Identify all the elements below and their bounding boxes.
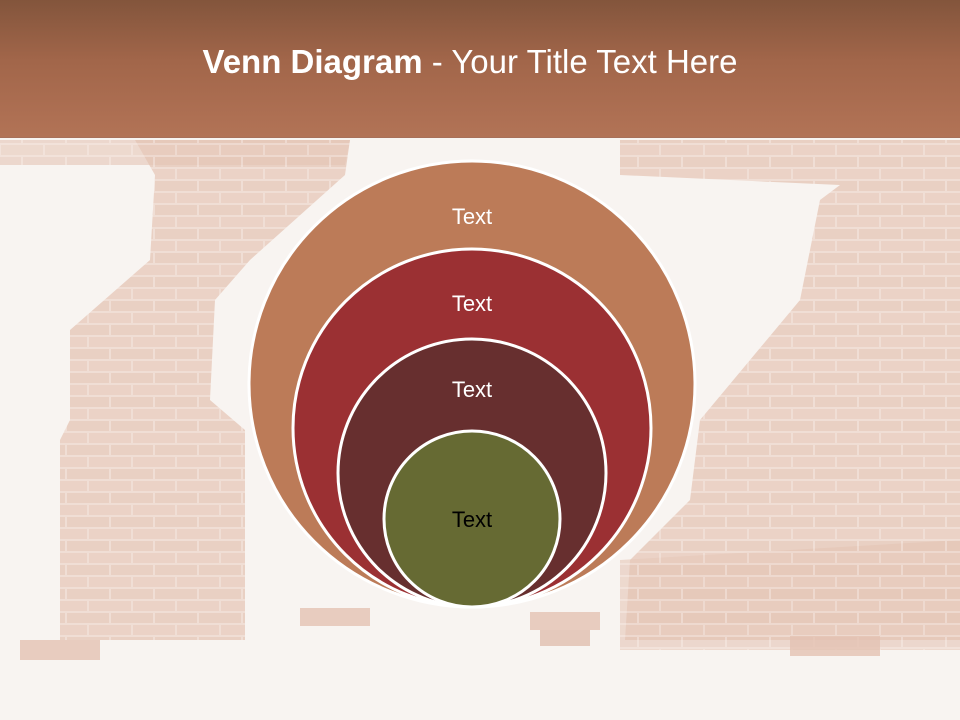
outer-circle-label: Text: [452, 204, 492, 229]
right-brick-bottom: [620, 540, 960, 650]
loose-brick: [540, 630, 590, 646]
loose-brick: [20, 640, 100, 660]
slide-title: Venn Diagram - Your Title Text Here: [0, 40, 940, 84]
title-bold-part: Venn Diagram: [202, 43, 423, 80]
left-brick-top: [0, 140, 350, 165]
title-rest-part: - Your Title Text Here: [422, 43, 738, 80]
loose-brick: [530, 612, 600, 630]
loose-brick: [300, 608, 370, 626]
title-bar: Venn Diagram - Your Title Text Here: [0, 0, 960, 138]
inner-circle: [382, 429, 562, 609]
inner-circle-label: Text: [452, 507, 492, 532]
right-brick-column: [620, 140, 960, 640]
loose-brick: [790, 636, 880, 656]
third-circle-label: Text: [452, 377, 492, 402]
second-circle-label: Text: [452, 291, 492, 316]
left-brick-column: [0, 140, 350, 640]
